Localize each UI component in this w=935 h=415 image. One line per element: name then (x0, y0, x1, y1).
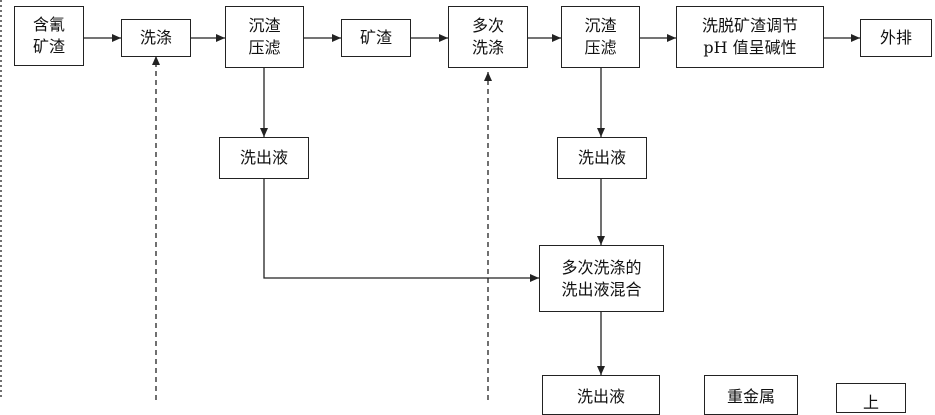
node-adjust-ph: 洗脱矿渣调节 pH 值呈碱性 (676, 6, 824, 68)
arrow-eluate1-to-mixed (263, 179, 539, 282)
node-eluate-3: 洗出液 (542, 375, 660, 415)
node-filter-press-1: 沉渣 压滤 (225, 6, 304, 68)
node-multi-wash: 多次 洗涤 (448, 6, 528, 68)
node-cyanide-slag: 含氰 矿渣 (14, 6, 84, 66)
node-heavy-metal: 重金属 (704, 375, 798, 415)
node-filter-press-2: 沉渣 压滤 (561, 6, 640, 68)
node-eluate-2: 洗出液 (557, 137, 647, 179)
node-wash: 洗涤 (121, 19, 191, 57)
node-mixed-eluate: 多次洗涤的 洗出液混合 (539, 245, 664, 312)
node-slag: 矿渣 (341, 19, 411, 57)
node-eluate-1: 洗出液 (219, 137, 309, 179)
node-right-partial: 上 (836, 383, 906, 413)
process-flow-diagram (0, 0, 860, 400)
node-discharge: 外排 (860, 19, 932, 57)
